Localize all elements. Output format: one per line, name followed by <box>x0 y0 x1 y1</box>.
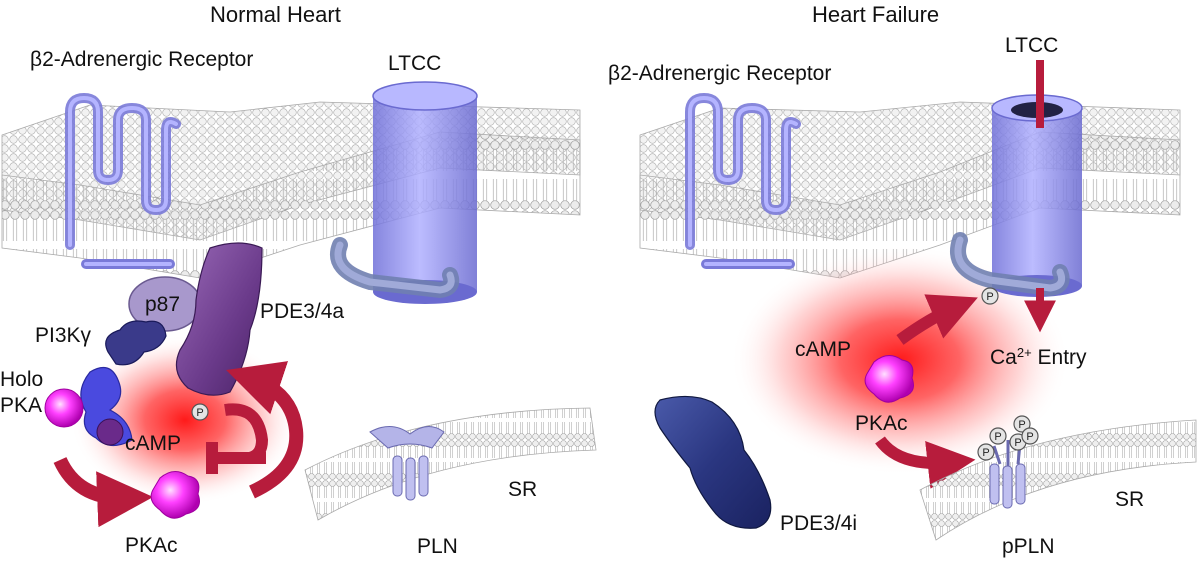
failure-ppln <box>989 440 1026 509</box>
normal-holo-pka <box>44 366 133 447</box>
failure-camp-label: cAMP <box>795 338 851 361</box>
normal-pln-label: PLN <box>417 535 458 558</box>
normal-sr-membrane <box>304 407 597 521</box>
normal-holo-label-line1: Holo <box>0 368 43 391</box>
failure-receptor-label: β2-Adrenergic Receptor <box>608 62 831 85</box>
failure-beta2-receptor <box>685 92 801 269</box>
heart-failure-panel: Heart Failure β2-Adrenergic Receptor LTC… <box>608 2 1197 558</box>
failure-ltcc-label: LTCC <box>1005 34 1058 57</box>
failure-pkac-shape <box>864 355 914 403</box>
failure-pde-label: PDE3/4i <box>780 512 857 535</box>
normal-ltcc-label: LTCC <box>388 52 441 75</box>
normal-sr-label: SR <box>508 478 537 501</box>
normal-feedback-arrow-icon <box>226 361 304 499</box>
normal-pln <box>369 426 445 501</box>
normal-pde-label: PDE3/4a <box>260 300 344 323</box>
normal-inhibition-bar-icon <box>206 442 266 474</box>
normal-receptor-label: β2-Adrenergic Receptor <box>30 48 253 71</box>
failure-ppln-phospho-label-3: P <box>1018 419 1025 431</box>
normal-beta2-receptor <box>65 92 181 269</box>
normal-pkac-label: PKAc <box>125 534 178 557</box>
normal-ltcc-channel <box>330 81 478 304</box>
failure-ltcc-channel <box>950 94 1083 297</box>
failure-title: Heart Failure <box>812 2 939 27</box>
normal-plasma-membrane <box>1 101 581 279</box>
failure-pde-inactive-shape <box>654 395 772 529</box>
normal-pde-active-shape <box>175 242 263 396</box>
normal-pka-release-arrow-icon <box>53 456 154 528</box>
normal-heart-title: Normal Heart <box>210 2 341 27</box>
failure-pkac-to-pln-arrow-icon <box>875 436 976 489</box>
failure-sr-label: SR <box>1115 488 1144 511</box>
normal-holo-label-line2: PKA <box>0 394 42 417</box>
normal-p87-label: p87 <box>145 293 180 316</box>
failure-ppln-phospho-label-5: P <box>1026 431 1033 443</box>
failure-ppln-phospho-label-4: P <box>1014 437 1021 449</box>
failure-ltcc-phospho-icon: P <box>981 287 999 305</box>
failure-ppln-phospho-icons: P P P P P <box>977 415 1039 461</box>
failure-ppln-phospho-label-2: P <box>994 431 1001 443</box>
failure-ca-entry-label: Ca2+ Entry <box>990 345 1087 370</box>
normal-phospho-icon: P <box>191 403 209 421</box>
normal-camp-label: cAMP <box>125 432 181 455</box>
failure-pkac-to-ltcc-arrow-icon <box>896 294 978 345</box>
failure-ppln-phospho-label-1: P <box>982 447 989 459</box>
normal-pkac-shape <box>150 471 200 519</box>
failure-ppln-label: pPLN <box>1002 535 1055 558</box>
normal-heart-panel: Normal Heart β2-Adrenergic Receptor LTCC <box>0 2 597 558</box>
normal-phospho-label: P <box>196 407 203 419</box>
normal-pi3k-shape <box>105 320 167 366</box>
failure-ltcc-phospho-label: P <box>986 291 993 303</box>
normal-pi3k-label: PI3Kγ <box>35 324 92 347</box>
failure-pkac-label: PKAc <box>855 412 908 435</box>
